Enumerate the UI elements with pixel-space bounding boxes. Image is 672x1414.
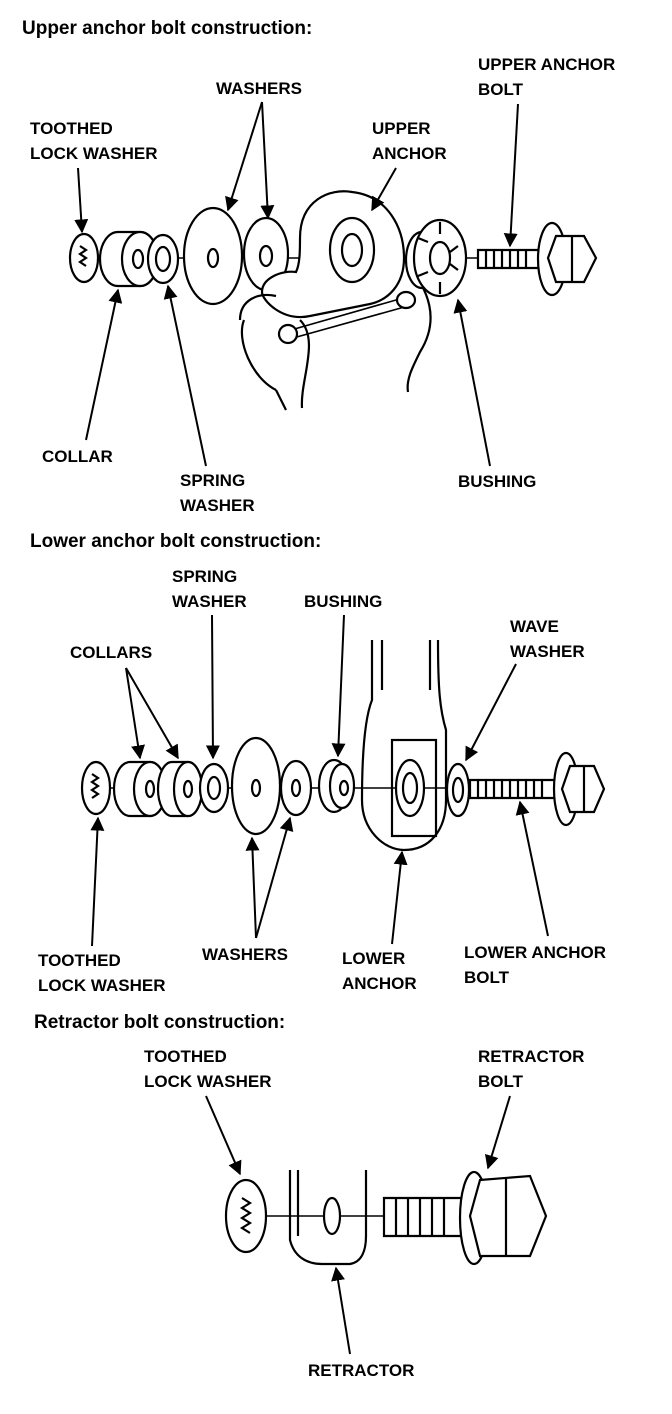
upper-label-spring-washer-1: SPRING: [180, 471, 245, 490]
upper-label-bushing: BUSHING: [458, 472, 536, 491]
upper-toothed-lock-washer: [68, 232, 100, 284]
lower-arrow-washer-small: [255, 816, 294, 939]
lower-label-lower-anchor-1: LOWER: [342, 949, 405, 968]
upper-label-upper-anchor-2: ANCHOR: [372, 144, 447, 163]
lower-arrow-collar-1: [125, 667, 145, 760]
upper-arrow-washer-large: [225, 101, 263, 212]
upper-anchor-bolt: [476, 221, 598, 297]
upper-label-upper-anchor-bolt-2: BOLT: [478, 80, 524, 99]
lower-washer-large: [230, 736, 282, 836]
lower-arrow-wave-washer: [465, 663, 517, 762]
retractor-section: Retractor bolt construction: TOOTHED LOC…: [34, 1012, 584, 1380]
lower-collar-2: [156, 760, 204, 818]
lower-label-lower-anchor-bolt-1: LOWER ANCHOR: [464, 943, 606, 962]
upper-arrow-bushing: [453, 298, 491, 467]
lower-bushing: [317, 758, 356, 814]
lower-arrow-spring-washer: [205, 614, 220, 760]
retractor-section-title: Retractor bolt construction:: [34, 1012, 285, 1033]
retractor-label-retractor-bolt-1: RETRACTOR: [478, 1047, 584, 1066]
upper-anchor-section: Upper anchor bolt construction:: [22, 18, 615, 515]
lower-collar-1: [112, 760, 168, 818]
lower-label-spring-washer-2: WASHER: [172, 592, 247, 611]
lower-label-toothed-lock-washer-1: TOOTHED: [38, 951, 121, 970]
lower-label-spring-washer-1: SPRING: [172, 567, 237, 586]
retractor-toothed-lock-washer: [224, 1178, 268, 1254]
retractor-label-retractor-bolt-2: BOLT: [478, 1072, 524, 1091]
lower-label-wave-washer-1: WAVE: [510, 617, 559, 636]
lower-label-lower-anchor-2: ANCHOR: [342, 974, 417, 993]
upper-collar: [98, 230, 160, 288]
upper-label-upper-anchor-bolt-1: UPPER ANCHOR: [478, 55, 615, 74]
lower-anchor-section: Lower anchor bolt construction:: [30, 531, 606, 995]
lower-arrow-lower-anchor-bolt: [515, 800, 549, 937]
retractor-bracket: [288, 1170, 368, 1266]
lower-label-collars: COLLARS: [70, 643, 152, 662]
retractor-arrow-retractor-bolt: [484, 1095, 511, 1170]
lower-label-lower-anchor-bolt-2: BOLT: [464, 968, 510, 987]
upper-washer-large: [182, 206, 244, 306]
upper-label-spring-washer-2: WASHER: [180, 496, 255, 515]
retractor-arrow-toothed-lock-washer: [205, 1095, 242, 1176]
lower-arrow-lower-anchor: [391, 850, 408, 945]
retractor-label-toothed-lock-washer-2: LOCK WASHER: [144, 1072, 272, 1091]
upper-spring-washer: [146, 233, 180, 285]
upper-arrow-upper-anchor-bolt: [503, 103, 519, 248]
lower-arrow-collar-2: [125, 667, 179, 760]
upper-arrow-washer-small: [260, 101, 275, 220]
upper-section-title: Upper anchor bolt construction:: [22, 18, 312, 39]
retractor-arrow-retractor: [331, 1266, 351, 1355]
lower-anchor-bolt: [468, 751, 606, 827]
lower-arrow-washer-large: [245, 836, 260, 939]
lower-section-title: Lower anchor bolt construction:: [30, 531, 321, 552]
retractor-label-toothed-lock-washer-1: TOOTHED: [144, 1047, 227, 1066]
lower-toothed-lock-washer: [80, 760, 112, 816]
lower-arrow-bushing: [331, 614, 346, 758]
lower-label-toothed-lock-washer-2: LOCK WASHER: [38, 976, 166, 995]
lower-label-wave-washer-2: WASHER: [510, 642, 585, 661]
upper-label-toothed-lock-washer-1: TOOTHED: [30, 119, 113, 138]
lower-anchor-part: [360, 639, 448, 852]
upper-bushing: [404, 218, 468, 298]
retractor-label-retractor: RETRACTOR: [308, 1361, 414, 1380]
upper-label-washers: WASHERS: [216, 79, 302, 98]
upper-arrow-toothed-lock-washer: [74, 167, 89, 234]
upper-label-upper-anchor-1: UPPER: [372, 119, 431, 138]
upper-arrow-collar: [85, 288, 123, 441]
lower-arrow-toothed-lock-washer: [90, 816, 105, 947]
lower-label-bushing: BUSHING: [304, 592, 382, 611]
upper-arrow-spring-washer: [163, 284, 207, 467]
lower-wave-washer: [445, 762, 471, 818]
upper-label-toothed-lock-washer-2: LOCK WASHER: [30, 144, 158, 163]
upper-anchor-plate: [238, 190, 432, 411]
lower-label-washers: WASHERS: [202, 945, 288, 964]
upper-arrow-upper-anchor: [371, 167, 397, 212]
lower-spring-washer: [198, 762, 230, 814]
retractor-bolt: [382, 1170, 548, 1266]
upper-label-collar: COLLAR: [42, 447, 113, 466]
lower-washer-small: [279, 759, 313, 817]
